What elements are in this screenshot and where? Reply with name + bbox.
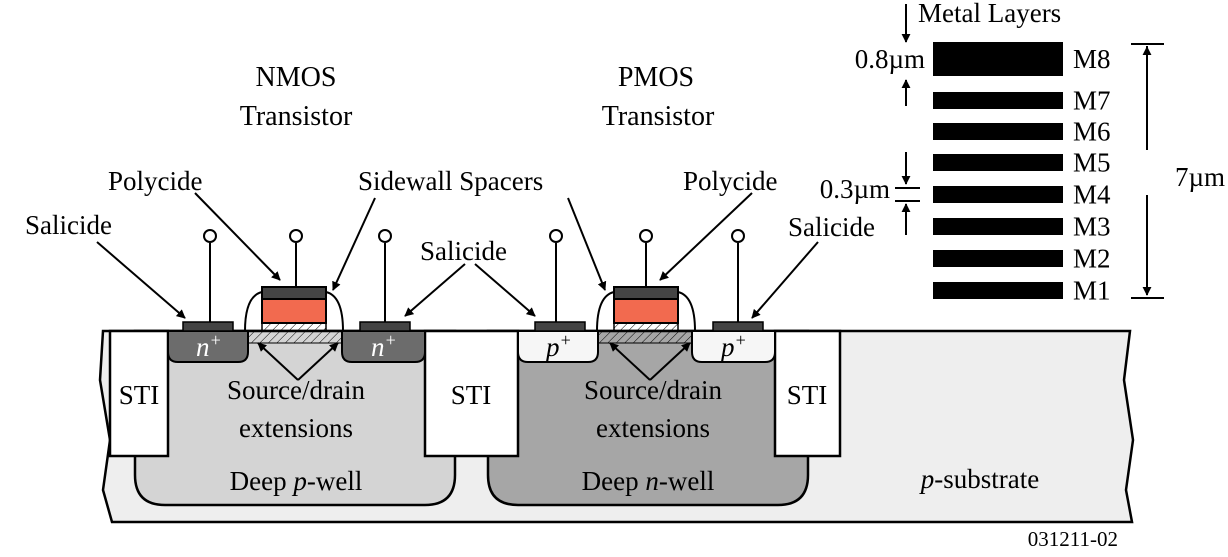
- metal-layer-label-m1: M1: [1073, 276, 1111, 306]
- metal-layer-label-m5: M5: [1073, 148, 1111, 178]
- metal-layer-m8: [933, 42, 1063, 76]
- sd-extensions-right-line1: Source/drain: [584, 375, 722, 405]
- metal-layer-label-m2: M2: [1073, 244, 1111, 274]
- metal-thin-dimension: 0.3µm: [820, 174, 890, 204]
- sd-extensions-left-line2: extensions: [239, 413, 353, 443]
- p-plus-left: [517, 330, 599, 363]
- gate-poly-pmos: [613, 298, 679, 324]
- salicide-left-label: Salicide: [25, 210, 112, 240]
- metal-layer-m3: [933, 218, 1063, 235]
- metal-layer-m6: [933, 123, 1063, 140]
- p-plus-left-label: p+: [544, 330, 572, 362]
- dimension-arrows: [895, 4, 1164, 299]
- n-plus-right-label: n+: [371, 330, 397, 362]
- p-substrate-label: p-substrate: [919, 464, 1039, 494]
- metal-layer-m2: [933, 250, 1063, 267]
- metal-layer-m1: [933, 282, 1063, 299]
- metal-layer-m4: [933, 186, 1063, 203]
- polycide-pmos: [613, 286, 679, 300]
- sti-left: [108, 329, 170, 458]
- pointer-arrows: [96, 192, 819, 381]
- p-plus-right: [691, 330, 776, 363]
- nmos-title: NMOS: [256, 62, 337, 93]
- sti-right: [773, 329, 842, 458]
- polycide-left-label: Polycide: [108, 166, 203, 196]
- sti-left-label: STI: [119, 380, 160, 410]
- deep-p-well-label: Deep p-well: [230, 466, 363, 496]
- nmos-subtitle: Transistor: [240, 101, 353, 132]
- metal-total-height: 7µm: [1175, 162, 1225, 192]
- gate-poly-nmos: [261, 298, 327, 324]
- polycide-nmos: [261, 286, 327, 300]
- sd-extensions-right-line2: extensions: [596, 413, 710, 443]
- sd-extensions-left-line1: Source/drain: [227, 375, 365, 405]
- n-plus-right: [341, 330, 426, 363]
- polycide-right-label: Polycide: [683, 166, 778, 196]
- p-plus-right-label: p+: [719, 330, 747, 362]
- sd-extension-hatch-nmos: [237, 330, 351, 344]
- salicide-right-label: Salicide: [788, 212, 875, 242]
- deep-n-well-label: Deep n-well: [582, 466, 715, 496]
- salicide-nmos-source: [182, 321, 234, 332]
- n-plus-left: [167, 330, 249, 363]
- sti-middle: [423, 329, 520, 458]
- metal-layer-label-m3: M3: [1073, 212, 1111, 242]
- sidewall-spacers-label: Sidewall Spacers: [358, 166, 543, 196]
- metal-thick-dimension: 0.8µm: [855, 44, 925, 74]
- metal-layer-label-m4: M4: [1073, 180, 1111, 210]
- gate-oxide-pmos: [613, 322, 679, 332]
- metal-layer-label-m6: M6: [1073, 117, 1111, 147]
- sti-right-label: STI: [787, 380, 828, 410]
- metal-layer-m5: [933, 154, 1063, 171]
- pmos-title: PMOS: [618, 62, 694, 93]
- metal-layer-label-m8: M8: [1073, 44, 1111, 74]
- salicide-middle-label: Salicide: [420, 236, 507, 266]
- pmos-subtitle: Transistor: [602, 101, 715, 132]
- metal-layer-m7: [933, 92, 1063, 109]
- sti-middle-label: STI: [451, 380, 492, 410]
- terminal-leads: [203, 229, 745, 322]
- sd-extension-hatch-pmos: [589, 330, 703, 344]
- deep-n-well: [486, 329, 810, 507]
- metal-layers-title: Metal Layers: [918, 0, 1061, 28]
- salicide-pmos-source: [534, 321, 586, 332]
- metal-layer-label-m7: M7: [1073, 86, 1111, 116]
- n-plus-left-label: n+: [196, 330, 222, 362]
- gate-oxide-nmos: [261, 322, 327, 332]
- figure-id: 031211-02: [1028, 527, 1118, 551]
- deep-p-well: [133, 329, 457, 507]
